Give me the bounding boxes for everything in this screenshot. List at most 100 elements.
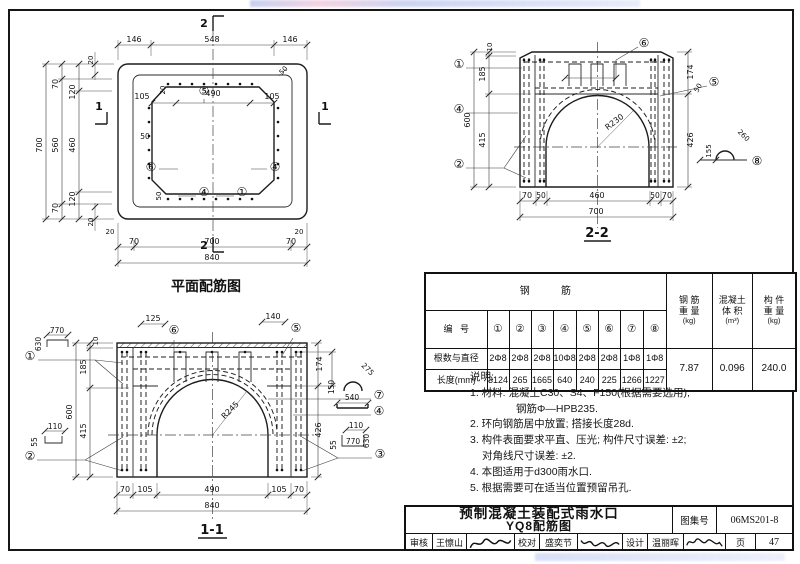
dim-label: 146 bbox=[282, 35, 297, 44]
design-name: 温丽晖 bbox=[647, 534, 683, 551]
dim-label: 174 bbox=[315, 356, 324, 371]
dim-label: 120 bbox=[68, 84, 77, 99]
note-line: 5. 根据需要可在适当位置预留吊孔. bbox=[470, 481, 632, 494]
table-bar-id: ⑥ bbox=[597, 310, 621, 349]
table-bar-id: ② bbox=[508, 310, 532, 349]
note-line: 对角线尺寸误差: ±2. bbox=[482, 449, 576, 462]
review-name: 王懔山 bbox=[432, 534, 466, 551]
table-cell: 640 bbox=[552, 368, 577, 392]
callout-bubble: ④ bbox=[454, 102, 465, 116]
callout-bubble: ⑥ bbox=[169, 323, 180, 337]
callout-bubble: ① bbox=[25, 349, 36, 363]
atlas-number-label: 图集号 bbox=[672, 507, 716, 533]
dim-label: 185 bbox=[478, 66, 487, 81]
dim-label: 10 bbox=[486, 43, 494, 52]
dim-label: 105 bbox=[271, 485, 286, 494]
table-cell: 2Φ8 bbox=[486, 347, 510, 370]
table-cell: 265 bbox=[508, 368, 532, 392]
dim-label: 70 bbox=[120, 485, 130, 494]
dim-label: 840 bbox=[204, 253, 219, 262]
page-label: 页 bbox=[725, 534, 755, 551]
dim-label: 630 bbox=[34, 337, 43, 352]
dim-label: 426 bbox=[314, 422, 323, 437]
section-2-2-linework bbox=[466, 42, 747, 242]
dim-label: 490 bbox=[204, 485, 219, 494]
section-2-2-rebar-dots bbox=[522, 58, 671, 183]
dim-label: 10 bbox=[92, 337, 100, 346]
dim-label: 1 bbox=[321, 100, 329, 113]
review-signature bbox=[466, 534, 514, 551]
dim-label: 700 bbox=[204, 237, 219, 246]
dim-label: 70 bbox=[51, 203, 60, 213]
note-line: 3. 构件表面要求平直、压光; 构件尺寸误差: ±2; bbox=[470, 434, 687, 447]
dim-label: 50 bbox=[650, 191, 660, 200]
table-header-steel-weight: 钢 筋重 量(kg) bbox=[665, 272, 713, 349]
check-label: 校对 bbox=[514, 534, 539, 551]
dim-label: 700 bbox=[35, 137, 44, 152]
table-header-id: 编 号 bbox=[424, 310, 488, 349]
note-line: 1. 材料: 混凝土C30、S4、F150(根据需要选用); bbox=[470, 386, 690, 399]
dim-label: 55 bbox=[30, 437, 39, 447]
dim-label: 70 bbox=[294, 485, 304, 494]
table-cell: 10Φ8 bbox=[552, 347, 577, 370]
dim-label: 105 bbox=[137, 485, 152, 494]
sheet-title-line1: 预制混凝土装配式雨水口 bbox=[459, 507, 619, 521]
dim-label: 110 bbox=[349, 421, 364, 430]
dim-label: 155 bbox=[705, 144, 713, 157]
dim-label: 120 bbox=[68, 191, 77, 206]
dim-label: 2-2 bbox=[585, 226, 609, 241]
plan-view-linework bbox=[42, 15, 331, 267]
rebar-schedule-table: 钢 筋 钢 筋重 量(kg) 混凝土体 积(m³) 构 件重 量(kg) 编 号… bbox=[424, 272, 798, 392]
callout-bubble: ① bbox=[237, 185, 248, 199]
dim-label: 140 bbox=[265, 312, 280, 321]
dim-label: 50 bbox=[278, 65, 290, 77]
signature-scribble bbox=[686, 538, 723, 547]
dim-label: 1-1 bbox=[200, 523, 224, 538]
dim-label: 1 bbox=[95, 100, 103, 113]
dim-label: 560 bbox=[51, 137, 60, 152]
table-bar-id: ⑧ bbox=[642, 310, 667, 349]
table-header-component-weight: 构 件重 量(kg) bbox=[751, 272, 797, 349]
dim-label: 540 bbox=[345, 393, 360, 402]
table-bar-id: ⑦ bbox=[619, 310, 644, 349]
dim-label: 20 bbox=[159, 86, 167, 95]
page-number: 47 bbox=[755, 534, 792, 551]
dim-label: 150 bbox=[327, 380, 336, 395]
callout-bubble: ⑧ bbox=[752, 154, 763, 168]
dim-label: 50 bbox=[140, 132, 150, 141]
signature-scribble bbox=[469, 538, 512, 549]
dim-label: 770 bbox=[50, 326, 65, 335]
table-row-label-count: 根数与直径 bbox=[424, 347, 488, 370]
dim-label: 50 bbox=[693, 82, 704, 94]
dim-label: 840 bbox=[204, 501, 219, 510]
dim-label: 70 bbox=[129, 237, 139, 246]
steel-weight-value: 7.87 bbox=[665, 347, 713, 392]
table-bar-id: ④ bbox=[552, 310, 577, 349]
dim-label: 415 bbox=[79, 423, 88, 438]
dim-label: 105 bbox=[134, 92, 149, 101]
note-line: 钢筋Φ—HPB235. bbox=[516, 402, 598, 415]
callout-bubble: ③ bbox=[375, 447, 386, 461]
dim-label: 50 bbox=[155, 192, 163, 201]
dim-label: 630 bbox=[362, 434, 371, 449]
atlas-number-value: 06MS201-8 bbox=[716, 507, 792, 533]
review-label: 审核 bbox=[409, 538, 428, 548]
design-signature bbox=[683, 534, 725, 551]
table-cell: 2Φ8 bbox=[597, 347, 621, 370]
dim-label: 415 bbox=[478, 132, 487, 147]
dim-label: 770 bbox=[346, 437, 361, 446]
concrete-volume-value: 0.096 bbox=[711, 347, 753, 392]
table-cell: 1Φ8 bbox=[642, 347, 667, 370]
title-block: 预制混凝土装配式雨水口 YQ8配筋图 图集号 06MS201-8 审核 王懔山 … bbox=[404, 505, 794, 551]
note-line: 4. 本图适用于d300雨水口. bbox=[470, 465, 592, 478]
table-bar-id: ⑤ bbox=[575, 310, 599, 349]
scan-watermark-bottom bbox=[535, 553, 785, 561]
dim-label: 426 bbox=[686, 132, 695, 147]
note-line: 2. 环向钢筋居中放置; 搭接长度28d. bbox=[470, 418, 634, 431]
callout-bubble: ⑤ bbox=[291, 321, 302, 335]
notes-title: 说明: bbox=[470, 371, 494, 383]
dim-label: 548 bbox=[204, 35, 219, 44]
component-weight-value: 240.0 bbox=[751, 347, 797, 392]
callout-bubble: ⑥ bbox=[639, 36, 650, 50]
